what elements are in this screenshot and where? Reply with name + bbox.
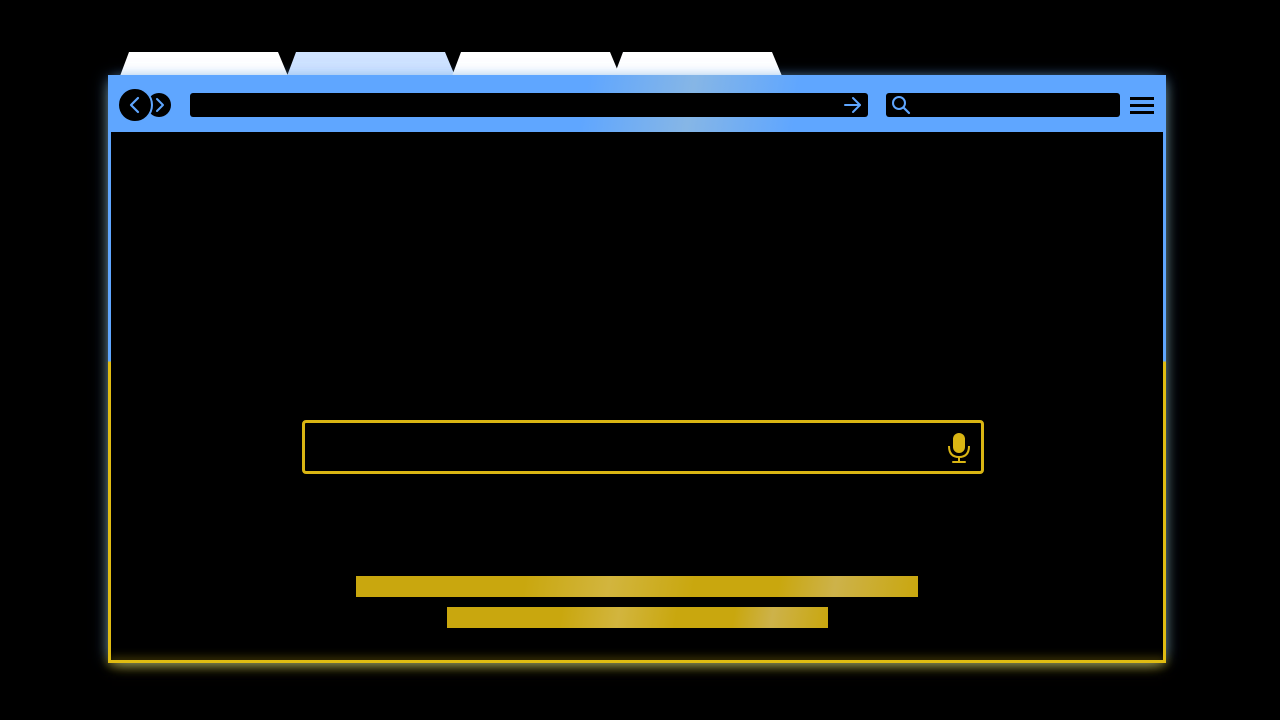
content-line-2 bbox=[447, 607, 828, 628]
content-line-1 bbox=[356, 576, 918, 597]
browser-toolbar bbox=[108, 75, 1166, 132]
search-button[interactable] bbox=[890, 94, 912, 116]
arrow-right-icon bbox=[844, 97, 861, 113]
voice-search-button[interactable] bbox=[945, 431, 973, 465]
page-search-input[interactable] bbox=[313, 429, 937, 467]
address-bar[interactable] bbox=[190, 93, 868, 117]
hamburger-menu-icon[interactable] bbox=[1128, 92, 1156, 118]
back-button[interactable] bbox=[117, 87, 153, 123]
go-button[interactable] bbox=[842, 94, 864, 116]
browser-tab-4[interactable] bbox=[614, 52, 782, 76]
microphone-icon bbox=[948, 433, 970, 463]
magnifier-icon bbox=[892, 96, 911, 115]
menu-line bbox=[1130, 96, 1154, 100]
chevron-left-icon bbox=[129, 96, 140, 114]
toolbar-search-input[interactable] bbox=[886, 93, 1120, 117]
menu-line bbox=[1130, 103, 1154, 107]
menu-line bbox=[1130, 110, 1154, 114]
browser-tab-2-active[interactable] bbox=[287, 52, 455, 76]
chevron-right-icon bbox=[156, 98, 164, 112]
browser-window bbox=[108, 75, 1166, 663]
browser-tab-1[interactable] bbox=[120, 52, 288, 76]
browser-tab-3[interactable] bbox=[452, 52, 620, 76]
page-search-box[interactable] bbox=[302, 420, 984, 474]
